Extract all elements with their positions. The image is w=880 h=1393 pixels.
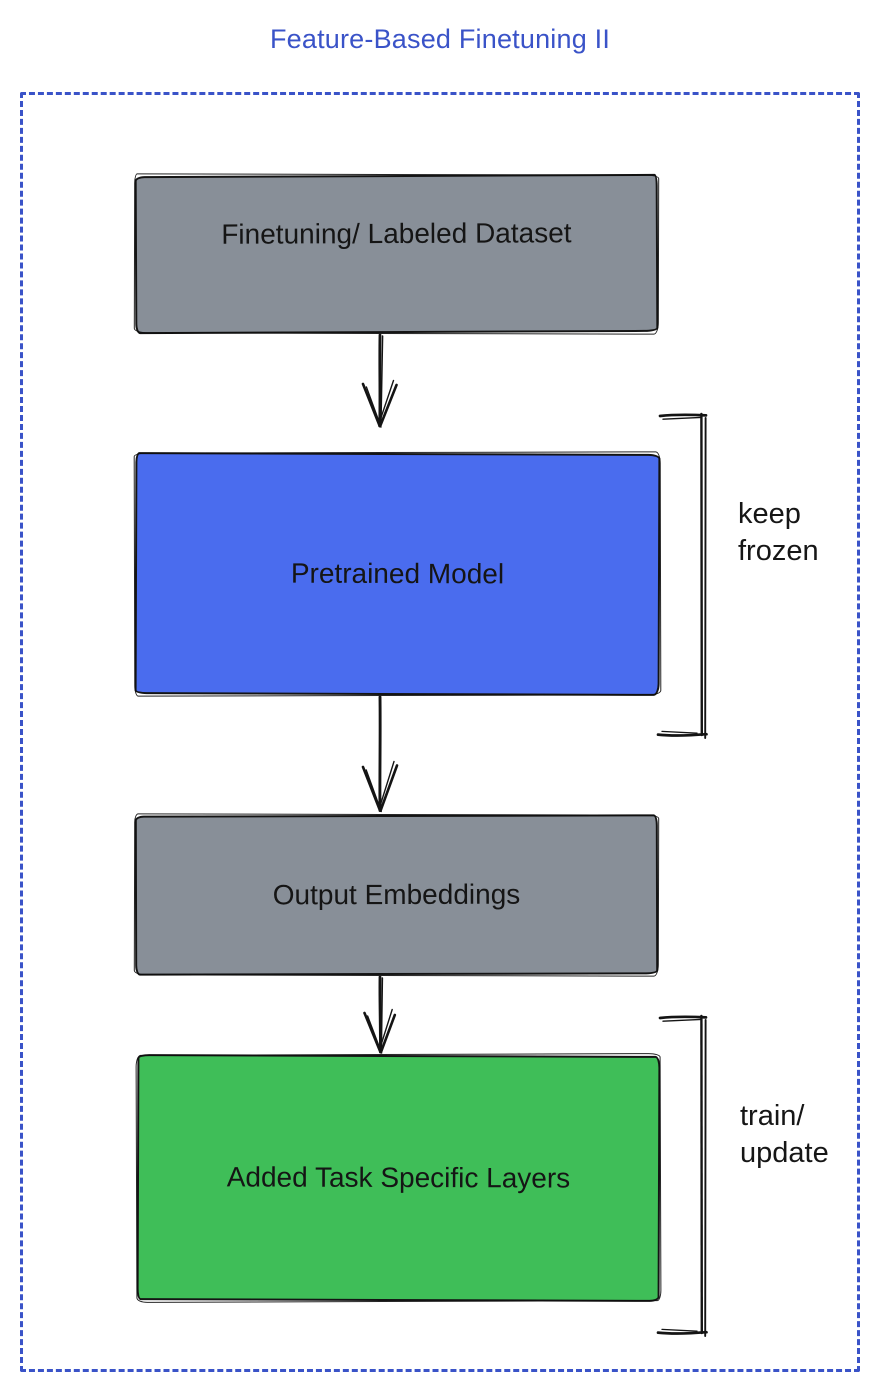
node-label-output-embeddings: Output Embeddings <box>272 878 521 911</box>
node-label-added-task-specific-layers: Added Task Specific Layers <box>226 1161 571 1194</box>
annotation-line: keep <box>738 498 801 530</box>
diagram-title: Feature-Based Finetuning II <box>269 24 611 54</box>
down-arrow-3-icon <box>363 975 397 1054</box>
annotation-line: update <box>740 1137 829 1169</box>
keep-frozen-bracket-icon <box>656 412 708 739</box>
annotation-line: train/ <box>740 1100 805 1132</box>
node-output-embeddings: Output Embeddings <box>134 814 659 976</box>
annotation-keep-frozen: keep frozen <box>738 496 819 570</box>
node-pretrained-model: Pretrained Model <box>134 452 661 696</box>
annotation-train-update: train/ update <box>740 1098 829 1172</box>
down-arrow-1-icon <box>361 333 398 428</box>
node-added-task-specific-layers: Added Task Specific Layers <box>136 1054 661 1302</box>
node-label-finetuning-dataset: Finetuning/ Labeled Dataset <box>221 217 572 250</box>
dashed-frame <box>20 92 860 1372</box>
annotation-line: frozen <box>738 535 819 567</box>
train-update-bracket-icon <box>656 1014 708 1337</box>
node-finetuning-dataset: Finetuning/ Labeled Dataset <box>134 173 659 335</box>
node-label-pretrained-model: Pretrained Model <box>290 557 505 590</box>
down-arrow-2-icon <box>361 695 399 813</box>
